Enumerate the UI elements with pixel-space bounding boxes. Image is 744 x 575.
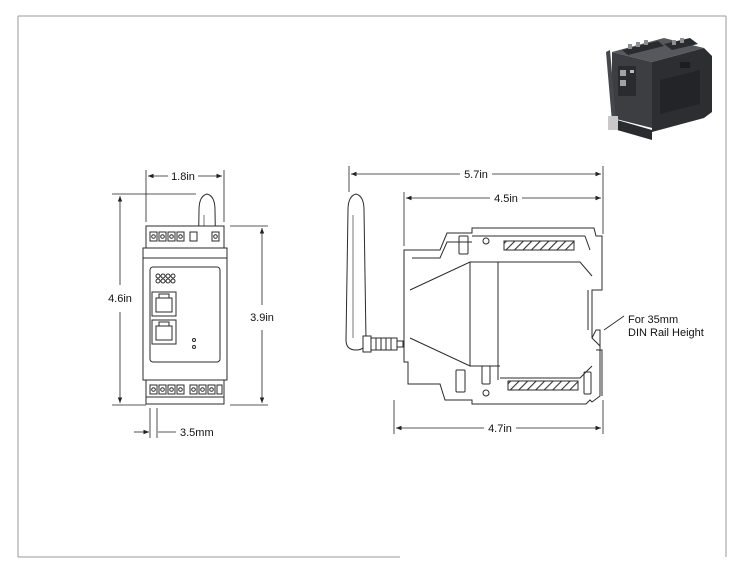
front-ethernet-port-2 [151,319,177,345]
front-bottom-screws [149,384,223,395]
side-view [345,193,603,405]
side-top-vent [503,240,575,251]
dim-front-body-height: 3.9in [250,312,274,324]
front-led-array [155,273,176,284]
side-dimension-lines [348,166,625,434]
dim-front-width: 1.8in [171,171,195,183]
side-bottom-vent [507,380,579,391]
sheet-border [17,15,727,558]
front-ethernet-port-1 [151,291,177,317]
dim-side-body-width: 4.5in [494,193,518,205]
din-note-line2: DIN Rail Height [628,327,704,339]
dim-side-base-width: 4.7in [488,423,512,435]
front-dimension-lines [112,170,268,438]
din-note-line1: For 35mm [628,314,678,326]
side-antenna [345,193,404,353]
dim-side-overall-width: 5.7in [464,169,488,181]
side-din-clip [591,329,603,396]
front-view [142,193,228,405]
dim-front-pitch: 3.5mm [180,427,214,439]
device-3d-render-icon [606,38,712,140]
dim-front-height: 4.6in [108,293,132,305]
side-housing [403,227,603,405]
front-top-screws [149,231,220,242]
front-bottom-terminal [145,379,225,405]
